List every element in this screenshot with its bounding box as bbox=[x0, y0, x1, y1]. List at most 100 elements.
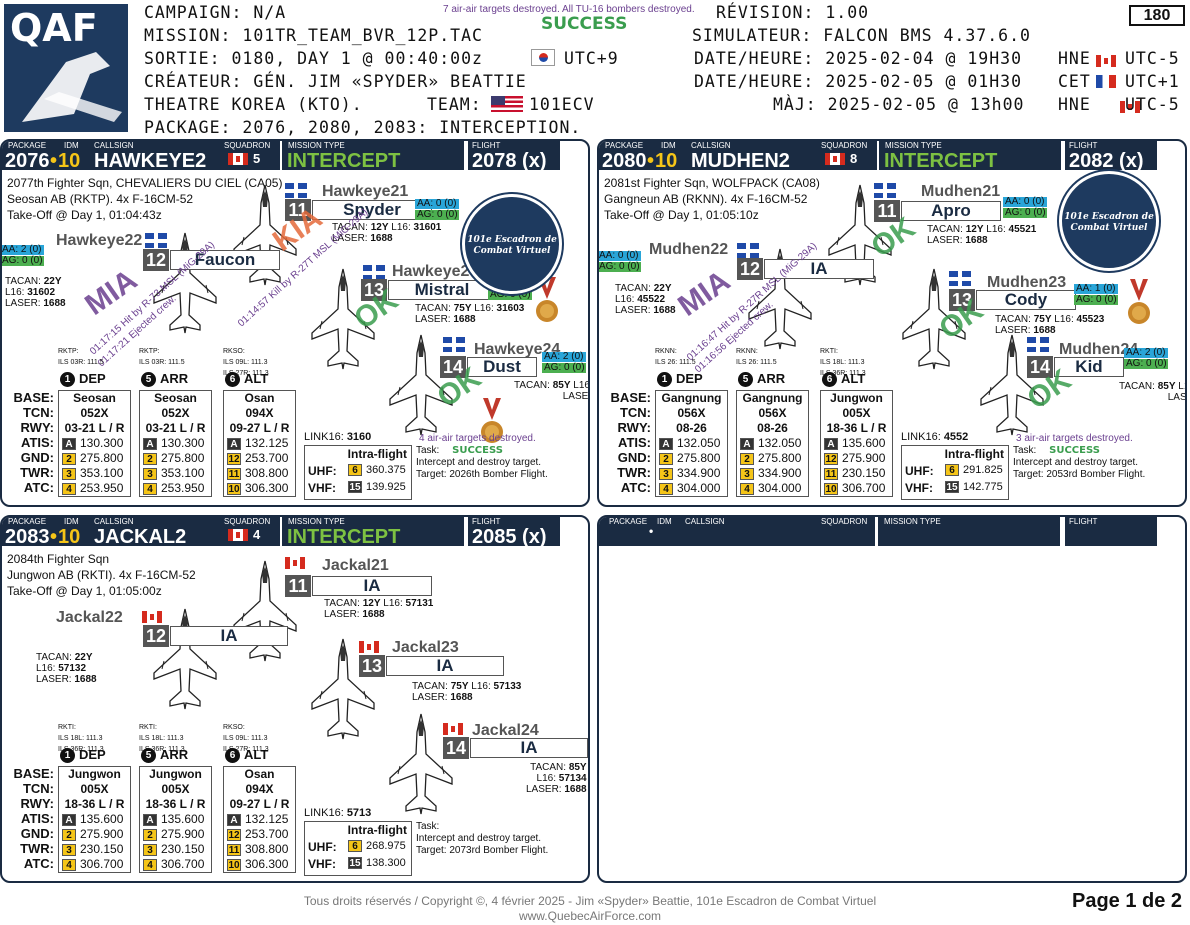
pilot-callsign: Jackal21 bbox=[322, 557, 389, 574]
laser-label: LASER: bbox=[5, 298, 41, 309]
idm-number: 10 bbox=[58, 526, 81, 548]
laser-label: LASER: bbox=[412, 692, 448, 703]
air-air-score: AA: 0 (0) bbox=[415, 199, 459, 209]
pilot-name[interactable]: Kid bbox=[1054, 357, 1124, 377]
l16-label: L16: bbox=[391, 222, 411, 233]
vhf-frequency: 139.925 bbox=[366, 481, 406, 493]
channel-badge: 4 bbox=[62, 482, 76, 495]
air-ground-score: AG: 0 (0) bbox=[488, 289, 532, 300]
air-air-score: AA: 2 (0) bbox=[2, 245, 44, 255]
laser-label: LASER: bbox=[415, 314, 451, 325]
l16-value: 31602 bbox=[27, 287, 56, 298]
korea-flag-icon bbox=[531, 49, 555, 66]
frequency: 275.900 bbox=[842, 451, 886, 465]
tacan-value: 12Y bbox=[370, 222, 389, 233]
tacan-channel: 052X bbox=[80, 406, 109, 420]
pilot-name[interactable]: Spyder bbox=[312, 200, 432, 220]
alt-title: ALT bbox=[244, 371, 269, 386]
pilot-name[interactable]: IA bbox=[312, 576, 432, 596]
vhf-label: VHF: bbox=[905, 481, 933, 495]
vhf-label: VHF: bbox=[308, 857, 336, 871]
ils-info: RKTP: ILS 03R: 111.5 bbox=[139, 348, 185, 366]
laser-value: 1688 bbox=[1033, 325, 1056, 336]
frequency: 275.800 bbox=[758, 451, 802, 465]
squadron-patch-icon: 101e Escadron de Combat Virtuel bbox=[462, 194, 562, 294]
gnd-label: GND: bbox=[617, 450, 651, 465]
f16-jet-icon bbox=[308, 637, 378, 747]
laser-label: LASER: bbox=[324, 609, 360, 620]
squadron-number: 8 bbox=[848, 151, 860, 166]
base-name: Osan bbox=[244, 391, 275, 405]
utc9-label: UTC+9 bbox=[564, 49, 619, 68]
channel-badge: 4 bbox=[62, 858, 76, 871]
channel-badge: A bbox=[659, 437, 673, 450]
laser-label: LASER: bbox=[526, 784, 562, 795]
pilot-name[interactable]: IA bbox=[386, 656, 504, 676]
f16-jet-icon bbox=[386, 712, 456, 822]
circle-number-icon: 1 bbox=[657, 372, 672, 388]
channel-badge: 2 bbox=[740, 452, 754, 465]
pilot-callsign: Mudhen24 bbox=[1059, 341, 1139, 358]
frequency: 132.125 bbox=[245, 812, 289, 826]
tacan-channel: 005X bbox=[842, 406, 871, 420]
website-link[interactable]: www.QuebecAirForce.com bbox=[518, 909, 662, 923]
ils-info: RKNN: ILS 26: 111.5 bbox=[655, 348, 696, 366]
pilot-name[interactable]: Mistral bbox=[388, 280, 496, 300]
fighter-jet-logo-icon bbox=[22, 52, 122, 122]
pilot-name[interactable]: Faucon bbox=[170, 250, 280, 270]
frequency: 275.900 bbox=[80, 827, 124, 841]
medal-icon bbox=[535, 277, 559, 325]
pilot-name[interactable]: Cody bbox=[976, 290, 1076, 310]
pilot-name[interactable]: Dust bbox=[467, 357, 537, 377]
runway: 09-27 L / R bbox=[229, 421, 290, 435]
task-label: Task: bbox=[1013, 445, 1037, 456]
channel-badge: 11 bbox=[227, 467, 241, 480]
base-name: Seosan bbox=[73, 391, 116, 405]
dot-sep: • bbox=[50, 150, 58, 172]
circle-number-icon: 6 bbox=[225, 372, 240, 388]
flight-number: 2085 (x) bbox=[472, 526, 547, 548]
channel-badge: 10 bbox=[227, 858, 241, 871]
callsign-col-label: CALLSIGN bbox=[94, 141, 134, 150]
package-col-label: PACKAGE bbox=[605, 141, 644, 150]
pilot-name[interactable]: Apro bbox=[901, 201, 1001, 221]
l16-value: 45523 bbox=[1076, 314, 1105, 325]
pilot-name[interactable]: IA bbox=[470, 738, 588, 758]
vhf-frequency: 138.300 bbox=[366, 857, 406, 869]
pilot-number: 13 bbox=[359, 655, 385, 677]
air-ground-score: AG: 0 (0) bbox=[599, 261, 641, 272]
twr-label: TWR: bbox=[20, 465, 54, 480]
frequency: 253.700 bbox=[245, 451, 289, 465]
pilot-name[interactable]: IA bbox=[170, 626, 288, 646]
utc5a-label: UTC-5 bbox=[1125, 49, 1180, 68]
circle-number-icon: 5 bbox=[141, 372, 156, 388]
link16-value: 5713 bbox=[346, 807, 372, 819]
pilot-number: 12 bbox=[143, 625, 169, 647]
idm-number: 10 bbox=[655, 150, 678, 172]
frequency: 132.050 bbox=[758, 436, 802, 450]
f16-jet-icon bbox=[150, 607, 220, 717]
tacan-label: TACAN: bbox=[5, 276, 41, 287]
pilot-number: 11 bbox=[285, 199, 311, 221]
laser-label: LASER: bbox=[1167, 392, 1187, 403]
pilot-name[interactable]: IA bbox=[764, 259, 874, 279]
theatre-label: THEATRE KOREA (KTO). bbox=[144, 95, 363, 114]
